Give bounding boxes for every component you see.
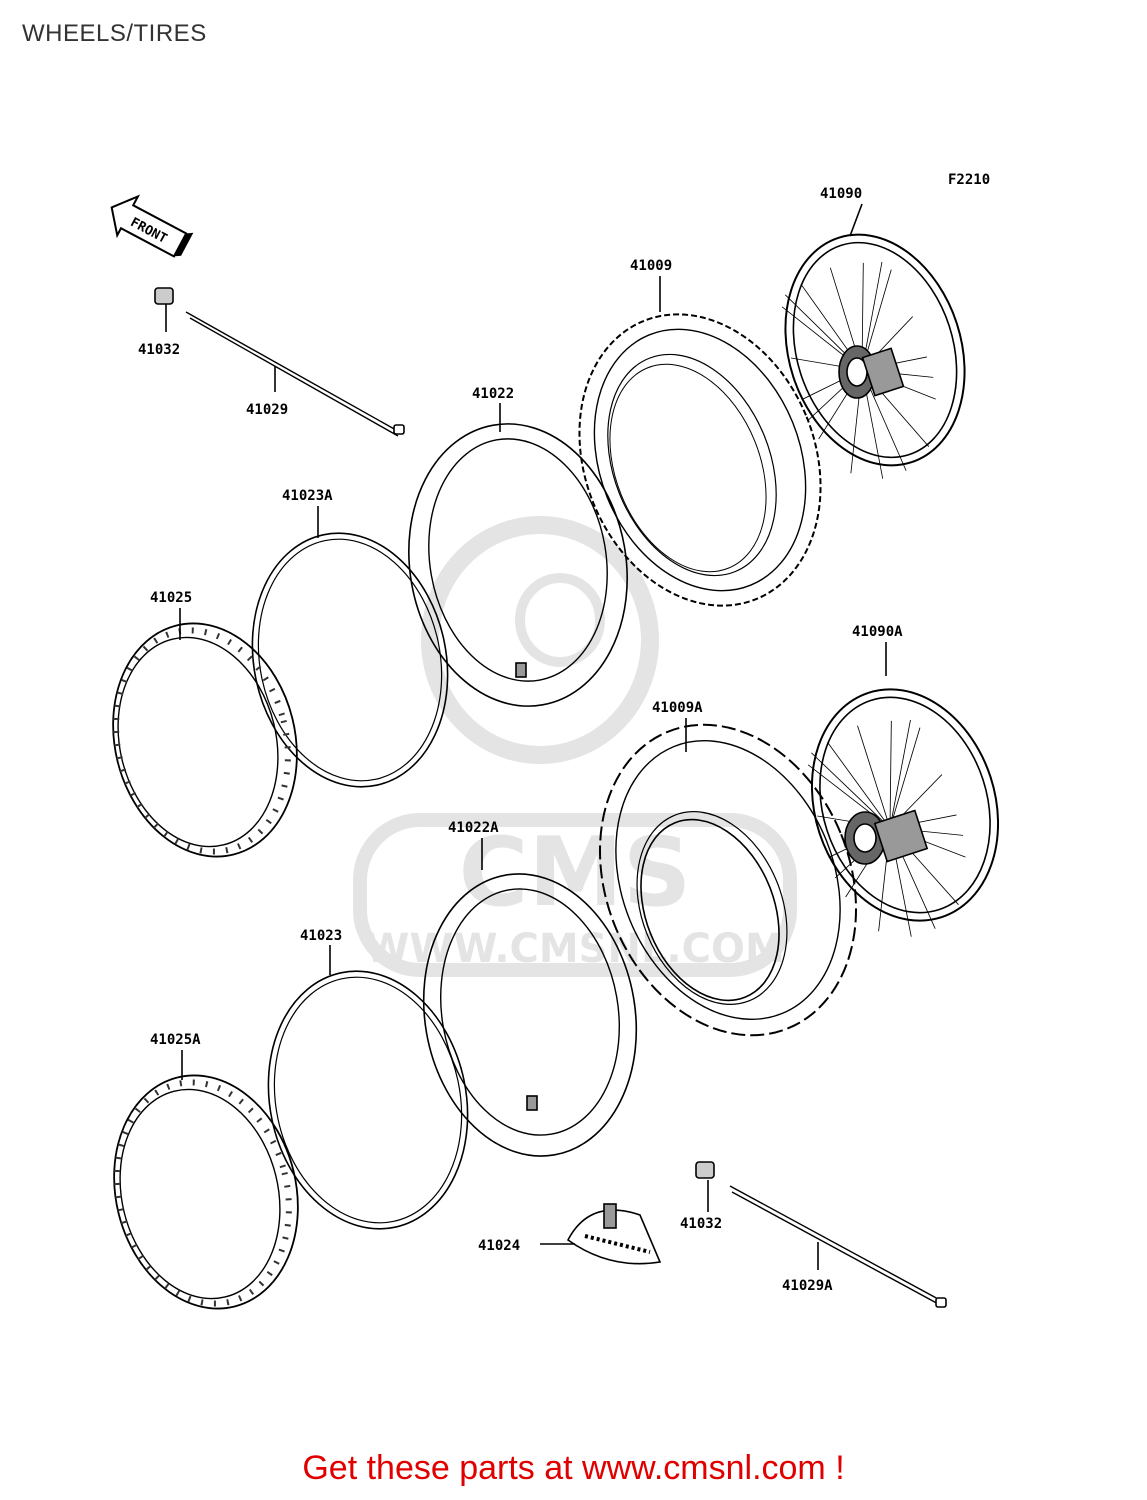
label-41032-bottom: 41032 — [680, 1216, 722, 1232]
valve-41032-bottom — [695, 1161, 715, 1212]
label-41025A: 41025A — [150, 1032, 201, 1048]
label-41025: 41025 — [150, 590, 192, 606]
label-41024: 41024 — [478, 1238, 520, 1254]
label-41090A: 41090A — [852, 624, 903, 640]
figure-code: F2210 — [948, 172, 990, 188]
label-41029: 41029 — [246, 402, 288, 418]
label-41009: 41009 — [630, 258, 672, 274]
watermark-url: WWW.CMSNL.COM — [365, 926, 785, 972]
label-41023A: 41023A — [282, 488, 333, 504]
front-arrow-icon: FRONT — [110, 194, 194, 258]
spoke-41029 — [185, 311, 405, 437]
page-title: WHEELS/TIRES — [22, 20, 207, 47]
wheel-41090A — [793, 688, 1000, 955]
tube-41022 — [408, 423, 628, 707]
rim-41025A — [113, 1074, 299, 1310]
rim-lock-41024 — [540, 1203, 662, 1265]
rim-band-41023A — [251, 532, 449, 788]
watermark: CMS WWW.CMSNL.COM — [353, 516, 797, 977]
watermark-brand: CMS — [459, 818, 692, 928]
tire-41009A — [598, 723, 858, 1037]
label-41032-top: 41032 — [138, 342, 180, 358]
rim-41025 — [112, 622, 298, 858]
label-41029A: 41029A — [782, 1278, 833, 1294]
wheel-41090 — [767, 233, 966, 497]
spoke-41029A — [729, 1185, 947, 1308]
label-41022: 41022 — [472, 386, 514, 402]
valve-41032-top — [154, 287, 174, 332]
label-41022A: 41022A — [448, 820, 499, 836]
parts-diagram: CMS WWW.CMSNL.COM F2210 FRONT — [110, 172, 1000, 1310]
label-41090: 41090 — [820, 186, 862, 202]
tire-41009 — [578, 313, 822, 607]
label-41023: 41023 — [300, 928, 342, 944]
rim-band-41023 — [267, 970, 469, 1230]
promo-link[interactable]: Get these parts at www.cmsnl.com ! — [302, 1449, 845, 1487]
label-41009A: 41009A — [652, 700, 703, 716]
